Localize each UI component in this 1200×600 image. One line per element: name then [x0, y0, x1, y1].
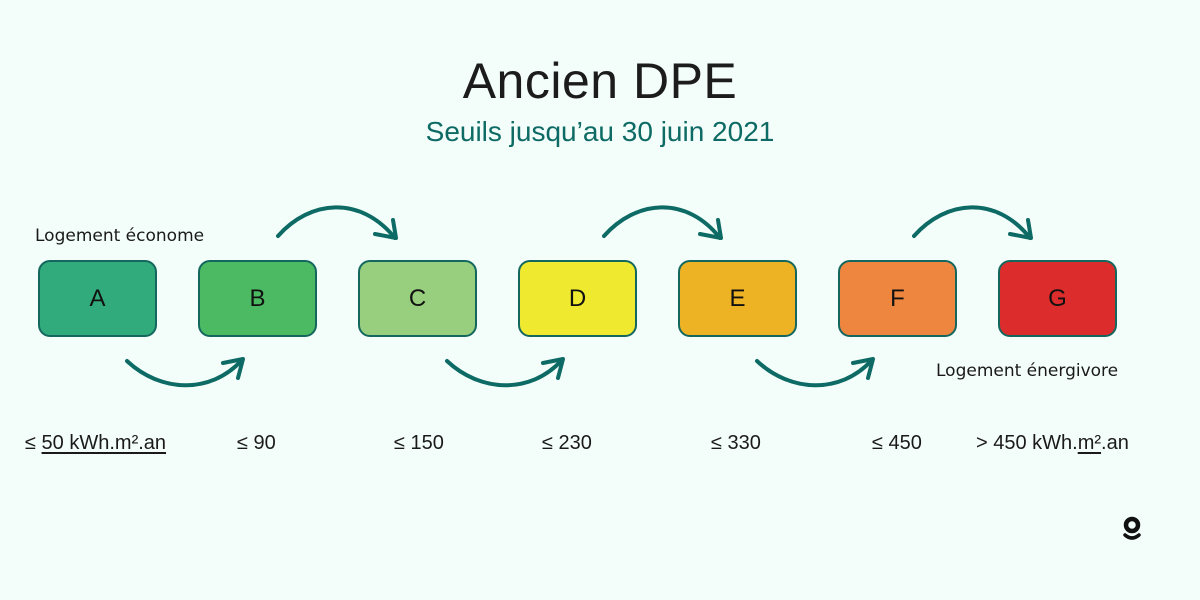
page-subtitle: Seuils jusqu’au 30 juin 2021: [425, 116, 775, 147]
class-letter: G: [1048, 284, 1067, 312]
class-letter: C: [408, 284, 427, 312]
threshold-d: ≤ 230: [542, 432, 592, 454]
threshold-unit: m²: [1077, 432, 1102, 454]
class-letter: A: [89, 284, 106, 312]
threshold-f: ≤ 450: [872, 432, 922, 454]
threshold-prefix: > 450 kWh.: [976, 432, 1078, 454]
threshold-c: ≤ 150: [394, 432, 444, 454]
brand-logo-icon: [1123, 516, 1141, 540]
class-box-f: F: [838, 260, 957, 337]
class-letter: B: [249, 284, 266, 312]
class-box-e: E: [678, 260, 797, 337]
arrow-icon-a-to-b: [125, 357, 245, 388]
threshold-prefix: ≤: [25, 432, 42, 454]
class-letter: D: [568, 284, 587, 312]
arrow-icon-f-to-g: [912, 205, 1033, 240]
threshold-e: ≤ 330: [711, 432, 761, 454]
page-title: Ancien DPE: [462, 53, 738, 109]
arrow-icon-c-to-d: [445, 357, 565, 388]
class-box-d: D: [518, 260, 637, 337]
class-letter: F: [890, 284, 905, 312]
label-logement-econome: Logement économe: [35, 226, 205, 246]
class-box-b: B: [198, 260, 317, 337]
class-box-g: G: [998, 260, 1117, 337]
threshold-g: > 450 kWh.m².an: [976, 432, 1129, 455]
threshold-value: 50 kWh.m².an: [41, 432, 167, 454]
threshold-b: ≤ 90: [237, 432, 276, 454]
class-box-a: A: [38, 260, 157, 337]
arrow-icon-d-to-e: [602, 205, 723, 240]
threshold-suffix: .an: [1101, 432, 1129, 454]
label-logement-energivore: Logement énergivore: [936, 361, 1119, 381]
class-box-c: C: [358, 260, 477, 337]
threshold-a: ≤ 50 kWh.m².an: [25, 432, 166, 455]
arrow-icon-e-to-f: [755, 357, 875, 388]
arrow-icon-b-to-c: [276, 205, 398, 240]
class-letter: E: [729, 284, 746, 312]
